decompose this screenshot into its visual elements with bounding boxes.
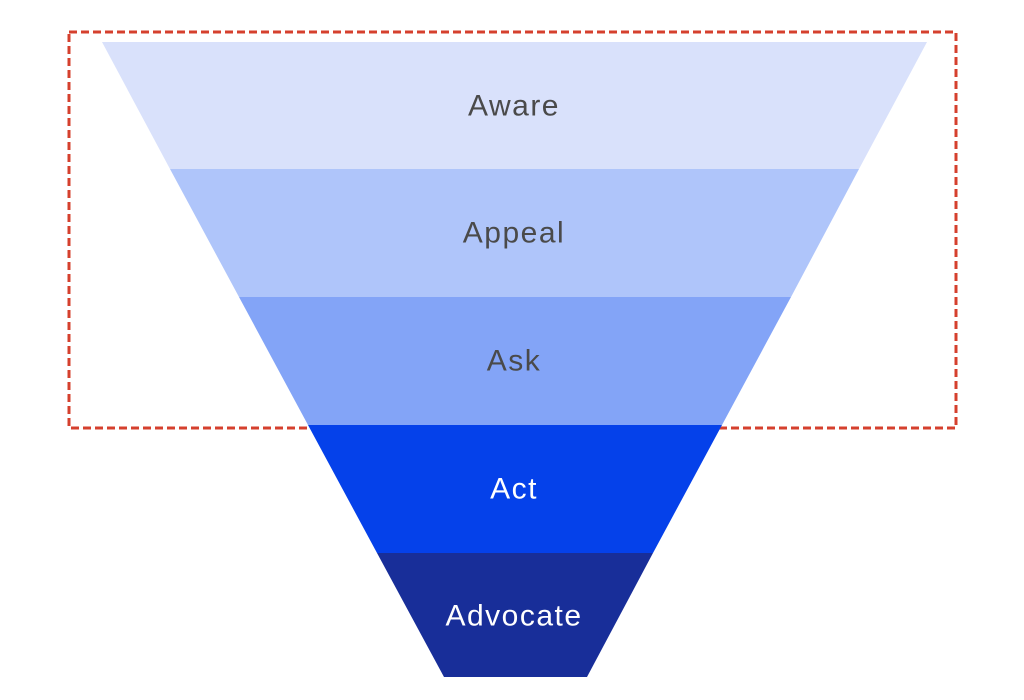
highlight-dashed-box [67,30,958,430]
funnel-label-appeal: Appeal [463,217,565,250]
funnel-segment-advocate [377,553,653,677]
funnel-segment-ask [239,297,791,425]
funnel-label-aware: Aware [468,90,560,123]
funnel-label-act: Act [490,473,538,506]
funnel-label-advocate: Advocate [445,600,582,633]
funnel-label-ask: Ask [487,345,542,378]
funnel-segment-act [308,425,722,553]
funnel-segment-appeal [170,169,859,297]
funnel-segment-aware [102,42,927,169]
